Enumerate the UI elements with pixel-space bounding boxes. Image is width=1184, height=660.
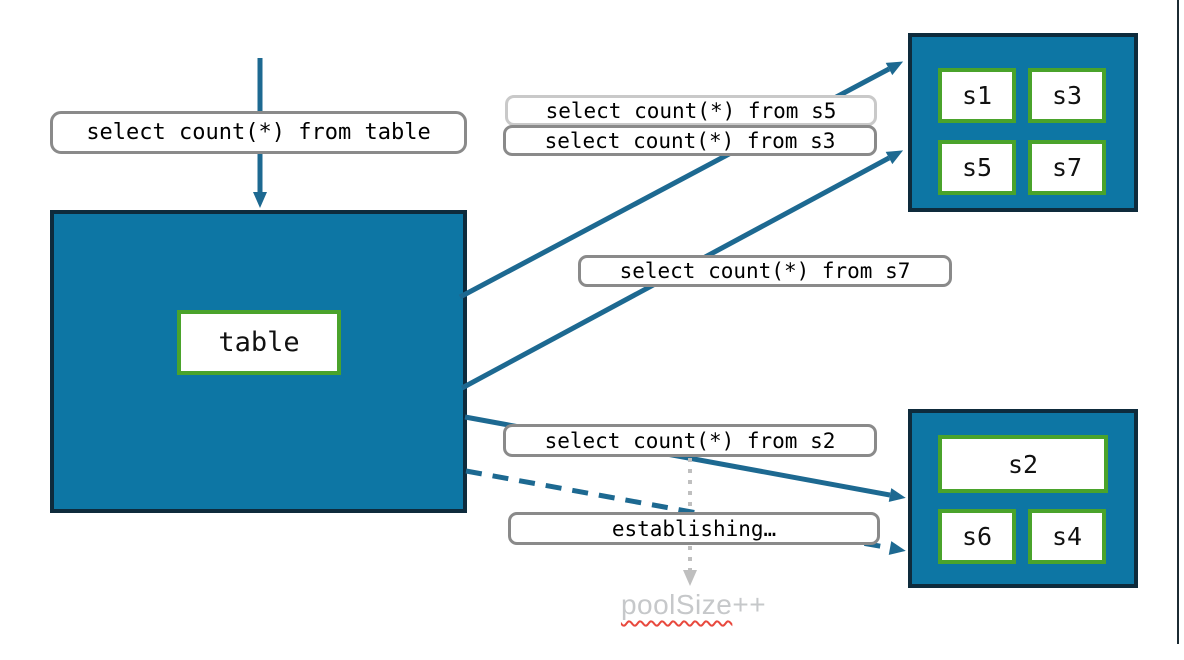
shard-label-s4: s4	[1051, 522, 1083, 551]
query-label-from-table: select count(*) from table	[50, 111, 467, 154]
query-text-from-s5: select count(*) from s5	[545, 98, 837, 123]
shard-label-s1: s1	[961, 81, 993, 110]
query-label-from-s7: select count(*) from s7	[578, 255, 952, 287]
query-text-from-s7: select count(*) from s7	[619, 259, 911, 283]
table-box: table	[50, 210, 467, 513]
shard-cell-s2: s2	[938, 435, 1108, 493]
query-text-from-s3: select count(*) from s3	[544, 128, 836, 153]
query-label-establishing: establishing…	[508, 512, 880, 545]
query-label-from-s3: select count(*) from s3	[503, 125, 877, 156]
query-text-establishing: establishing…	[611, 516, 777, 541]
query-label-from-s2: select count(*) from s2	[503, 424, 877, 457]
shard-group-bottom-box: s2 s6 s4	[908, 409, 1138, 588]
shard-cell-s3: s3	[1028, 68, 1106, 123]
shard-cell-s4: s4	[1028, 509, 1106, 564]
query-label-from-s5: select count(*) from s5	[505, 95, 877, 126]
shard-label-s2: s2	[1007, 449, 1039, 479]
table-name-cell: table	[177, 310, 341, 375]
shard-label-s3: s3	[1051, 81, 1083, 110]
poolsize-annotation: poolSize++	[596, 589, 791, 621]
slide-boundary-line	[1177, 0, 1179, 644]
query-text-from-s2: select count(*) from s2	[544, 428, 836, 453]
shard-label-s7: s7	[1051, 153, 1083, 182]
shard-group-top-box: s1 s3 s5 s7	[908, 33, 1138, 212]
query-text-from-table: select count(*) from table	[86, 120, 431, 145]
shard-label-s5: s5	[961, 153, 993, 182]
table-label: table	[218, 327, 300, 358]
poolsize-word: poolSize	[620, 589, 733, 620]
shard-cell-s6: s6	[938, 509, 1016, 564]
shard-cell-s1: s1	[938, 68, 1016, 123]
shard-cell-s7: s7	[1028, 140, 1106, 195]
shard-cell-s5: s5	[938, 140, 1016, 195]
poolsize-suffix: ++	[732, 589, 767, 620]
shard-label-s6: s6	[961, 522, 993, 551]
